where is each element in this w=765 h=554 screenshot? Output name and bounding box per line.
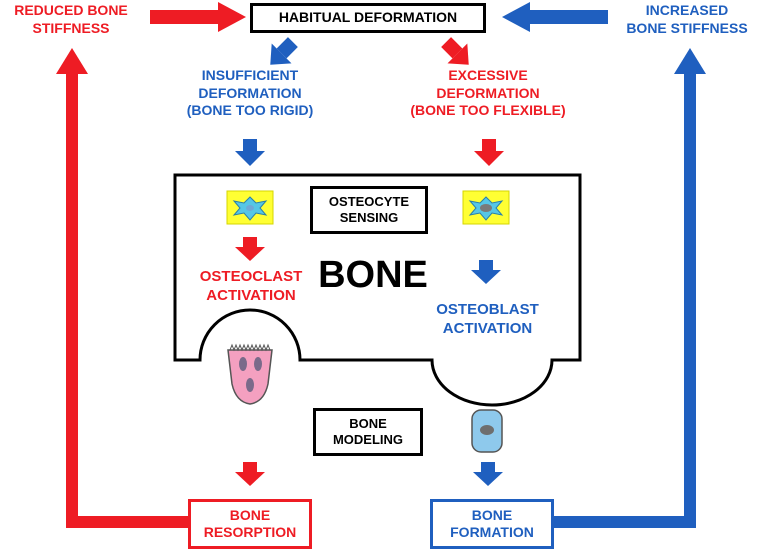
bone-resorption-box: BONE RESORPTION (188, 499, 312, 549)
bone-title: BONE (318, 254, 428, 296)
habitual-deformation-box: HABITUAL DEFORMATION (250, 3, 486, 33)
blue-down-arrow-osteoblast (471, 260, 501, 284)
red-arrow-right (150, 2, 246, 32)
red-loop-arrowhead (56, 48, 88, 74)
osteoblast-activation-label: OSTEOBLAST ACTIVATION (436, 301, 539, 337)
osteocyte-right-icon (462, 190, 510, 225)
osteocyte-left-icon (226, 190, 274, 225)
blue-down-arrow-insufficient (235, 139, 265, 166)
blue-feedback-loop (552, 72, 696, 528)
blue-down-arrow-formation (473, 462, 503, 486)
reduced-bone-stiffness-label: REDUCED BONE STIFFNESS (14, 2, 128, 36)
red-diagonal-arrow (441, 37, 469, 65)
bone-modeling-box: BONE MODELING (313, 408, 423, 456)
red-down-arrow-osteoclast (235, 237, 265, 261)
insufficient-deformation-label: INSUFFICIENT DEFORMATION (BONE TOO RIGID… (186, 67, 314, 118)
osteoblast-cell-icon (471, 409, 503, 453)
red-feedback-loop (66, 72, 188, 528)
increased-bone-stiffness-label: INCREASED BONE STIFFNESS (626, 2, 748, 36)
red-down-arrow-resorption (235, 462, 265, 486)
bone-formation-box: BONE FORMATION (430, 499, 554, 549)
osteoclast-cell-icon (227, 343, 273, 405)
blue-loop-arrowhead (674, 48, 706, 74)
blue-arrow-left (502, 2, 608, 32)
red-down-arrow-excessive (474, 139, 504, 166)
bone-body-outline (173, 173, 582, 407)
osteoclast-activation-label: OSTEOCLAST ACTIVATION (199, 268, 303, 304)
osteocyte-sensing-box: OSTEOCYTE SENSING (310, 186, 428, 234)
excessive-deformation-label: EXCESSIVE DEFORMATION (BONE TOO FLEXIBLE… (410, 67, 566, 118)
blue-diagonal-arrow (270, 37, 298, 65)
